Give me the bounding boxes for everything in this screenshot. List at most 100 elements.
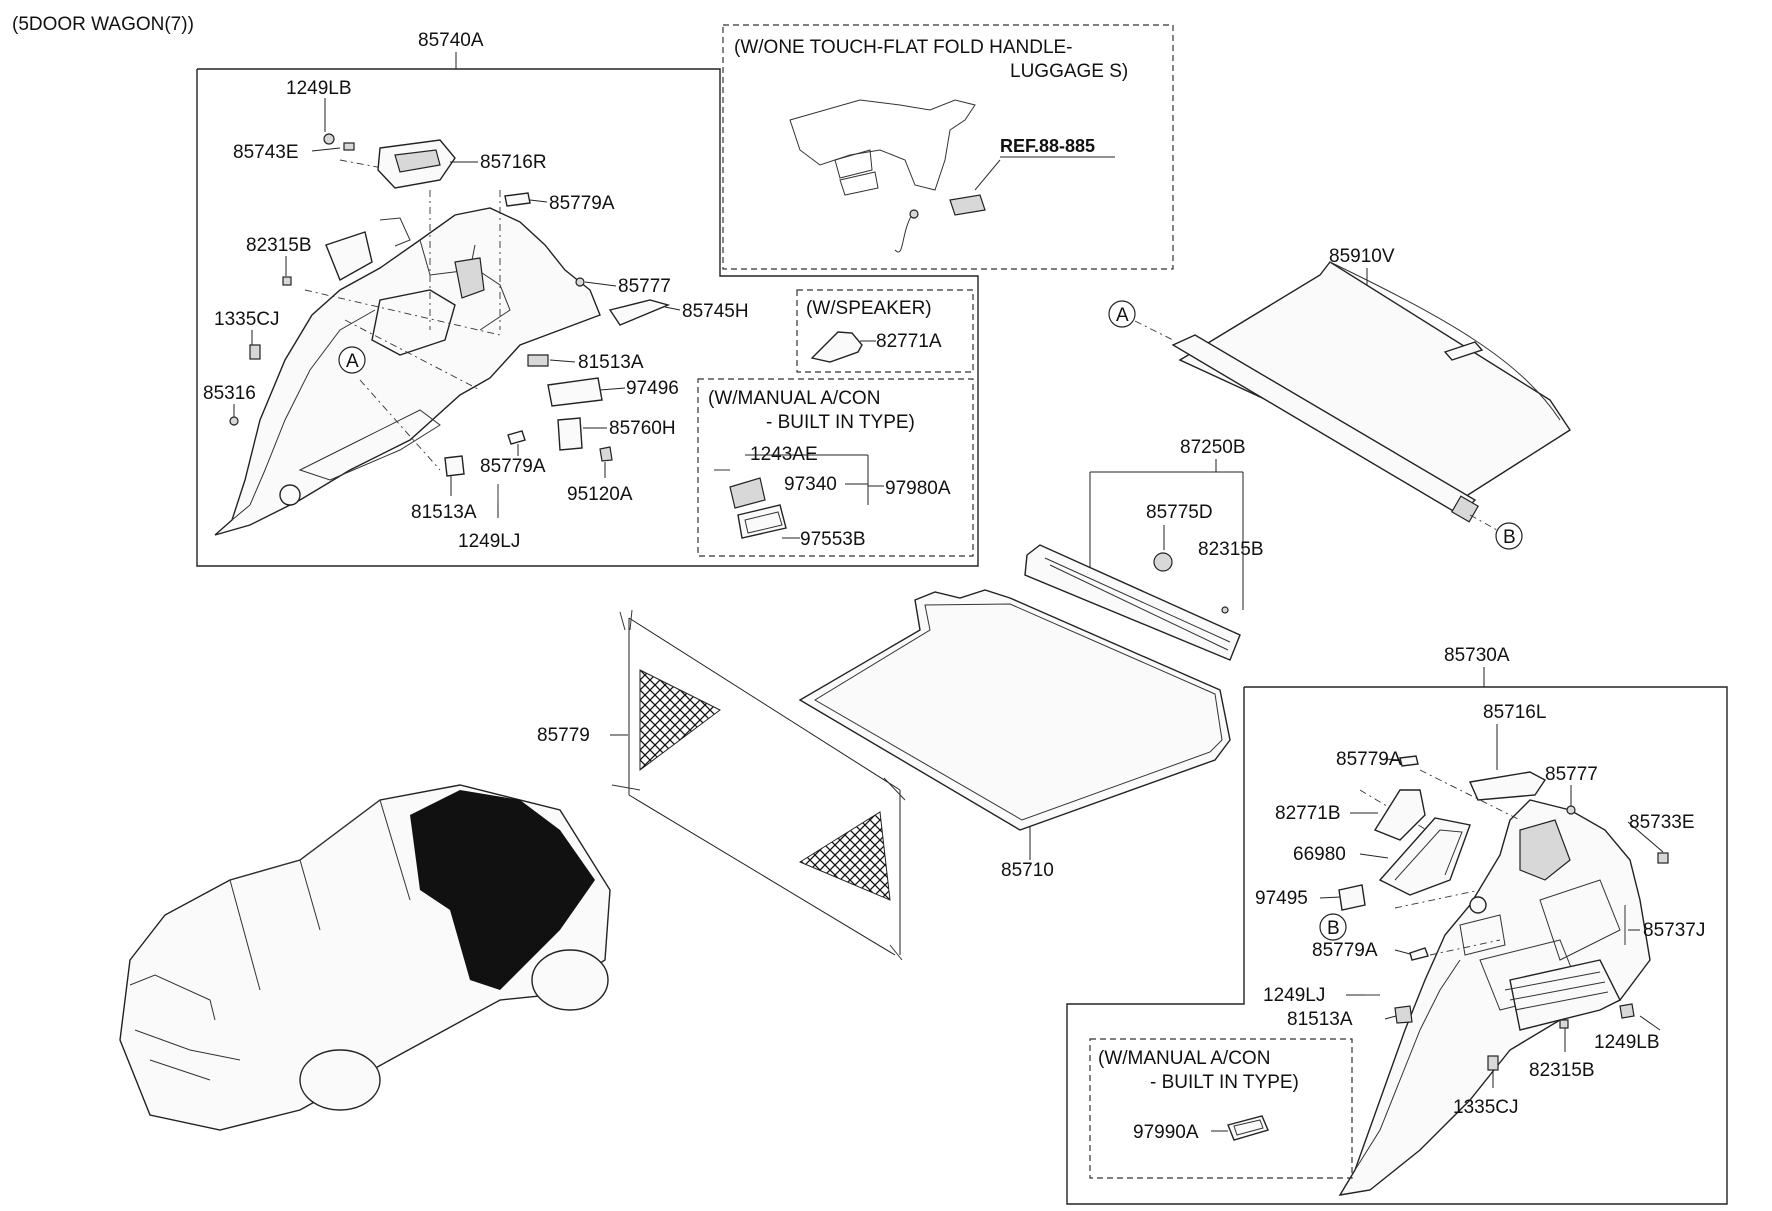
label-85743E: 85743E bbox=[233, 142, 299, 163]
label-85730A: 85730A bbox=[1444, 645, 1510, 666]
manual-acon-right-line2: - BUILT IN TYPE) bbox=[1150, 1072, 1299, 1093]
clip-1335CJ-right bbox=[1487, 1055, 1499, 1071]
vehicle-cargo-highlight bbox=[410, 790, 595, 990]
bezel-81513A-right bbox=[1394, 1005, 1413, 1024]
callout-A-cover bbox=[1108, 300, 1136, 328]
callout-A-left bbox=[338, 346, 366, 374]
label-82315B: 82315B bbox=[246, 235, 312, 256]
label-97980A: 97980A bbox=[885, 478, 951, 499]
label-87250B: 87250B bbox=[1180, 437, 1246, 458]
label-85777-right: 85777 bbox=[1545, 764, 1598, 785]
label-85775D: 85775D bbox=[1146, 502, 1213, 523]
sill-group: 87250B 85775D 82315B bbox=[1024, 437, 1264, 661]
callout-A-left-text: A bbox=[346, 351, 359, 372]
bolt-1249LB bbox=[323, 133, 335, 145]
manual-acon-left-group: (W/MANUAL A/CON - BUILT IN TYPE) 1243AE … bbox=[697, 378, 974, 557]
bezel-81513A-lower bbox=[444, 455, 465, 477]
clip-85777 bbox=[575, 277, 585, 287]
label-97495: 97495 bbox=[1255, 888, 1308, 909]
handle-85716L bbox=[1468, 771, 1547, 801]
label-1335CJ: 1335CJ bbox=[214, 309, 280, 330]
label-97990A: 97990A bbox=[1133, 1122, 1199, 1143]
cover-97495 bbox=[1338, 884, 1366, 911]
clip-82315B bbox=[282, 276, 292, 286]
label-85910V: 85910V bbox=[1329, 246, 1395, 267]
one-touch-line1: (W/ONE TOUCH-FLAT FOLD HANDLE- bbox=[734, 37, 1073, 58]
label-81513A-right: 81513A bbox=[1287, 1009, 1353, 1030]
cover-97496 bbox=[547, 377, 603, 407]
label-85740A: 85740A bbox=[418, 30, 484, 51]
label-66980: 66980 bbox=[1293, 844, 1346, 865]
ref-88-885: REF.88-885 bbox=[1000, 136, 1095, 156]
speaker-box bbox=[796, 289, 974, 373]
label-1249LJ: 1249LJ bbox=[458, 531, 520, 552]
callout-B-right bbox=[1319, 913, 1347, 941]
jack-95120A bbox=[599, 446, 613, 462]
one-touch-trim-drawing bbox=[789, 99, 976, 191]
speaker-note: (W/SPEAKER) bbox=[806, 298, 932, 319]
switch-97990A bbox=[1227, 1115, 1269, 1141]
label-95120A: 95120A bbox=[567, 484, 633, 505]
label-85779A-top: 85779A bbox=[549, 193, 615, 214]
label-85779A-bottom: 85779A bbox=[480, 456, 546, 477]
cargo-cover-roller bbox=[1171, 334, 1477, 516]
manual-acon-left-line2: - BUILT IN TYPE) bbox=[766, 412, 915, 433]
manual-acon-left-box bbox=[697, 378, 974, 557]
net-mesh-left bbox=[639, 669, 721, 771]
clip-85316 bbox=[229, 416, 239, 426]
label-85710: 85710 bbox=[1001, 860, 1054, 881]
bracket-97340 bbox=[729, 477, 766, 509]
speaker-group: (W/SPEAKER) 82771A bbox=[796, 289, 974, 373]
label-1249LJ-right: 1249LJ bbox=[1263, 985, 1325, 1006]
lamp-85779A-lower bbox=[507, 430, 526, 445]
label-82771B: 82771B bbox=[1275, 803, 1341, 824]
label-85745H: 85745H bbox=[682, 301, 749, 322]
label-85779: 85779 bbox=[537, 725, 590, 746]
diagram-title: (5DOOR WAGON(7)) bbox=[12, 14, 194, 35]
label-85316: 85316 bbox=[203, 383, 256, 404]
label-81513A-top: 81513A bbox=[578, 352, 644, 373]
grille-82771B bbox=[1373, 789, 1426, 841]
label-81513A-bottom: 81513A bbox=[411, 502, 477, 523]
one-touch-fold-group: (W/ONE TOUCH-FLAT FOLD HANDLE- LUGGAGE S… bbox=[722, 24, 1174, 270]
clip-82315B-right bbox=[1559, 1019, 1569, 1029]
panel-66980 bbox=[1378, 817, 1471, 896]
floor-mat bbox=[798, 589, 1231, 831]
right-trim-group: 85730A bbox=[1066, 645, 1728, 1205]
label-85716R: 85716R bbox=[480, 152, 547, 173]
label-97553B: 97553B bbox=[800, 529, 866, 550]
callout-B-cover bbox=[1495, 522, 1523, 550]
cargo-net-group: 85779 bbox=[537, 609, 906, 961]
label-85760H: 85760H bbox=[609, 418, 676, 439]
vehicle-illustration bbox=[119, 784, 611, 1131]
clip-1335CJ bbox=[249, 344, 261, 360]
left-trim-panel-drawing bbox=[214, 159, 601, 536]
one-touch-box bbox=[722, 24, 1174, 270]
net-mesh-right bbox=[798, 811, 891, 901]
one-touch-line2: LUGGAGE S) bbox=[1010, 61, 1128, 82]
left-trim-box bbox=[196, 68, 979, 567]
label-1249LB: 1249LB bbox=[286, 78, 352, 99]
fold-handle bbox=[949, 194, 986, 216]
label-1249LB-right: 1249LB bbox=[1594, 1032, 1660, 1053]
callout-A-cover-text: A bbox=[1116, 305, 1129, 326]
label-85779A-right-top: 85779A bbox=[1336, 749, 1402, 770]
speaker-grille-82771A bbox=[810, 331, 863, 363]
label-85777: 85777 bbox=[618, 276, 671, 297]
label-85779A-right-bottom: 85779A bbox=[1312, 940, 1378, 961]
clip-85743E bbox=[343, 142, 355, 151]
label-82315B-right: 82315B bbox=[1529, 1060, 1595, 1081]
callout-B-right-text: B bbox=[1327, 918, 1340, 939]
cover-85760H bbox=[557, 417, 583, 451]
lamp-85779A bbox=[504, 192, 531, 207]
cargo-cover-group: 85910V A B bbox=[1108, 246, 1571, 550]
bezel-81513A bbox=[527, 354, 549, 367]
callout-B-cover-text: B bbox=[1503, 527, 1516, 548]
right-trim-box bbox=[1066, 686, 1728, 1205]
label-82315B-sill: 82315B bbox=[1198, 539, 1264, 560]
cover-85745H bbox=[608, 299, 671, 326]
manual-acon-right-box bbox=[1089, 1038, 1353, 1179]
manual-acon-left-line1: (W/MANUAL A/CON bbox=[708, 388, 880, 409]
plug-85775D bbox=[1153, 552, 1173, 572]
